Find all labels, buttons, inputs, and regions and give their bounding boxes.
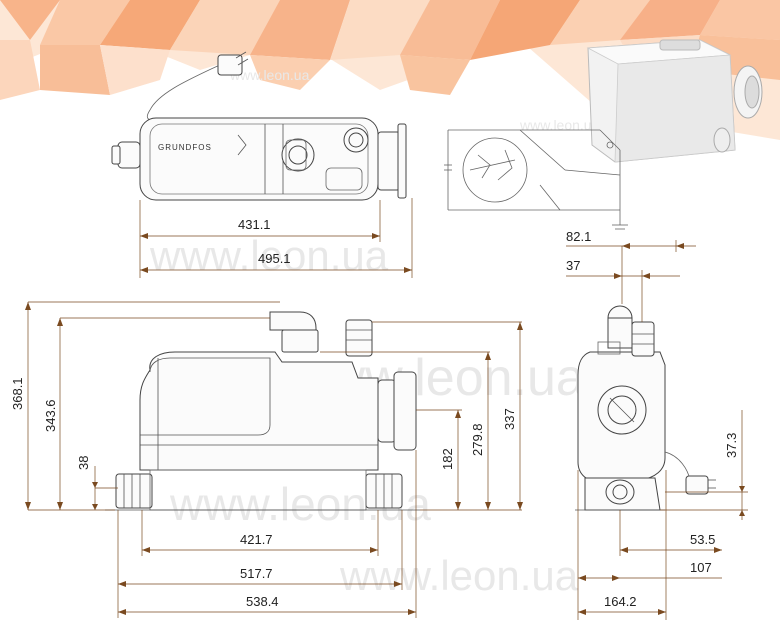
top-body — [139, 117, 379, 201]
end-view — [575, 305, 716, 511]
dim-368: 368.1 — [10, 377, 25, 410]
end-plug-icon — [685, 475, 709, 495]
dim-107: 107 — [690, 560, 712, 575]
brand-logo: GRUNDFOS — [158, 143, 212, 152]
dim-1642: 164.2 — [604, 594, 637, 609]
dim-821: 82.1 — [566, 229, 591, 244]
dim-38: 38 — [76, 456, 91, 470]
dim-535: 53.5 — [690, 532, 715, 547]
dim-373: 37.3 — [724, 433, 739, 458]
top-view-dimensions: 431.1 495.1 — [139, 198, 413, 278]
top-view: GRUNDFOS — [111, 51, 407, 201]
dim-343: 343.6 — [43, 399, 58, 432]
dim-337: 337 — [502, 408, 517, 430]
dim-182: 182 — [440, 448, 455, 470]
watermark: www.leon.ua — [149, 232, 389, 279]
watermark: www.leon.ua — [519, 117, 600, 133]
dim-431: 431.1 — [238, 217, 271, 232]
right-outlet — [377, 131, 401, 191]
motor-symbol — [462, 137, 528, 203]
plug-icon — [217, 54, 243, 76]
side-view-dimensions: 368.1 343.6 38 337 279.8 182 421.7 — [10, 301, 523, 618]
bottom-inlet-left — [115, 473, 153, 509]
brand-mark-icon — [237, 134, 247, 156]
left-inlet — [117, 141, 141, 169]
side-view — [105, 311, 420, 511]
watermark: www.leon.ua — [229, 67, 310, 83]
dim-538: 538.4 — [246, 594, 279, 609]
side-housing — [139, 351, 379, 471]
side-inlet — [377, 379, 397, 443]
wiring-schematic — [444, 129, 628, 230]
watermark: www.leon.ua — [339, 552, 579, 599]
dim-421: 421.7 — [240, 532, 273, 547]
vent-connector — [345, 319, 373, 357]
dim-517: 517.7 — [240, 566, 273, 581]
end-view-dimensions: 82.1 37 37.3 53.5 107 164.2 — [566, 229, 748, 620]
product-photo — [586, 39, 763, 163]
dim-495: 495.1 — [258, 251, 291, 266]
dim-37: 37 — [566, 258, 580, 273]
dim-279: 279.8 — [470, 423, 485, 456]
background-pattern — [0, 0, 780, 140]
